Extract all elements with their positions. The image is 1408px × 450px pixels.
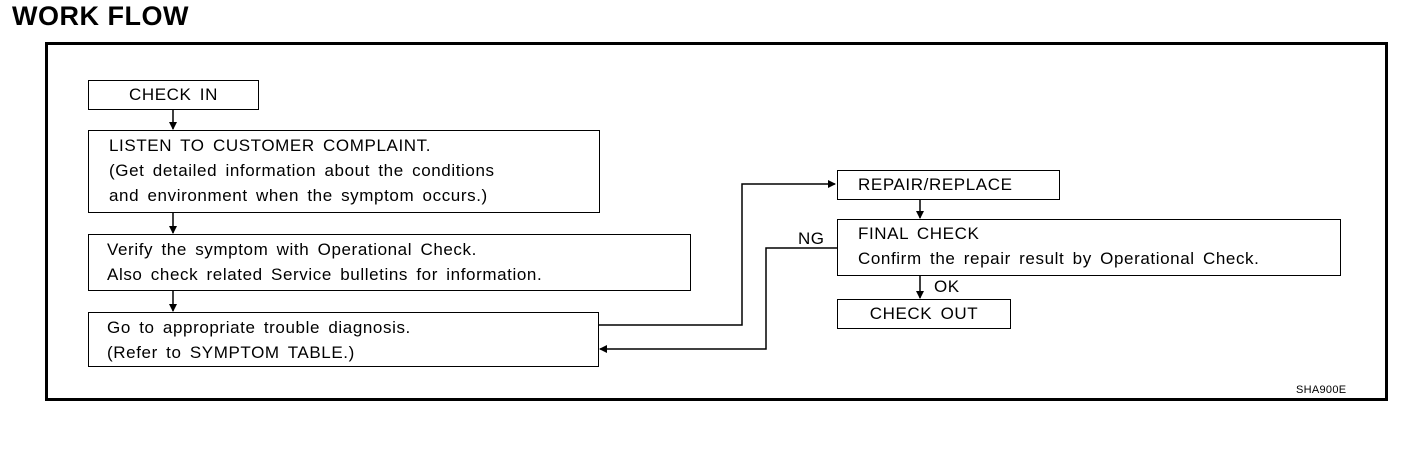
check-out-label: CHECK OUT: [869, 304, 979, 323]
final-check-box: FINAL CHECK Confirm the repair result by…: [837, 219, 1341, 276]
final-check-line-2: Confirm the repair result by Operational…: [858, 249, 1260, 268]
check-out-box: CHECK OUT: [837, 299, 1011, 329]
listen-line-1: LISTEN TO CUSTOMER COMPLAINT.: [109, 136, 432, 155]
repair-replace-label: REPAIR/REPLACE: [858, 175, 1013, 194]
diagram-frame: [45, 42, 1388, 401]
arrow-diagnosis-to-repair: [598, 180, 836, 326]
diagnosis-line-2: (Refer to SYMPTOM TABLE.): [107, 343, 355, 362]
repair-replace-box: REPAIR/REPLACE: [837, 170, 1060, 200]
verify-line-1: Verify the symptom with Operational Chec…: [107, 240, 477, 259]
trouble-diagnosis-box: Go to appropriate trouble diagnosis. (Re…: [88, 312, 599, 367]
listen-customer-box: LISTEN TO CUSTOMER COMPLAINT. (Get detai…: [88, 130, 600, 213]
check-in-box: CHECK IN: [88, 80, 259, 110]
arrow-ng-to-diagnosis: [599, 247, 837, 353]
ng-label: NG: [798, 229, 825, 248]
check-in-label: CHECK IN: [128, 85, 219, 104]
diagnosis-line-1: Go to appropriate trouble diagnosis.: [107, 318, 411, 337]
final-check-line-1: FINAL CHECK: [858, 224, 980, 243]
ok-label: OK: [934, 277, 960, 296]
verify-symptom-box: Verify the symptom with Operational Chec…: [88, 234, 691, 291]
page-title: WORK FLOW: [12, 1, 189, 31]
verify-line-2: Also check related Service bulletins for…: [107, 265, 543, 284]
figure-code: SHA900E: [1296, 384, 1347, 396]
listen-line-3: and environment when the symptom occurs.…: [109, 186, 488, 205]
listen-line-2: (Get detailed information about the cond…: [109, 161, 495, 180]
